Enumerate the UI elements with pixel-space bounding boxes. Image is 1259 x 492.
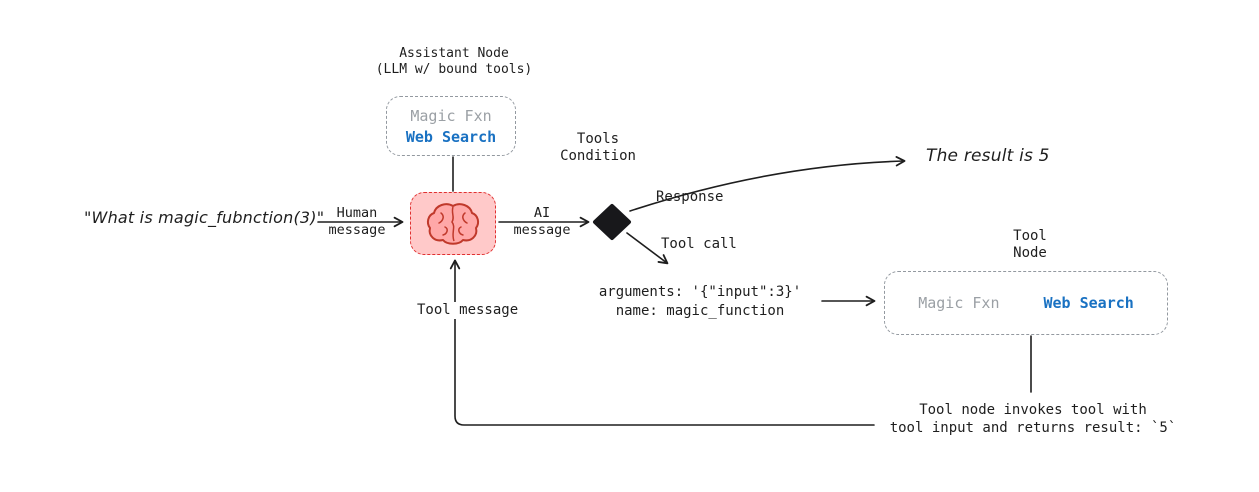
tool-call-edge-label: Tool call [661,236,737,252]
tool-call-arguments: arguments: '{"input":3}' name: magic_fun… [598,284,802,319]
assistant-node [410,192,496,255]
tools-condition-label: Tools Condition [560,131,636,164]
tools-condition-diamond [593,204,631,240]
tool-node-title: Tool Node [1013,228,1047,261]
brain-icon [426,202,480,245]
assistant-tool-web-search: Web Search [405,127,497,146]
tool-node-web-search: Web Search [1043,294,1134,312]
tool-message-edge-label: Tool message [414,302,522,319]
tool-node-note: Tool node invokes tool with tool input a… [889,402,1177,436]
tool-node-magic-fxn: Magic Fxn [918,294,1000,312]
human-message-edge-label: Human message [328,205,386,238]
assistant-tool-magic-fxn: Magic Fxn [410,106,492,125]
response-result-text: The result is 5 [926,146,1050,166]
ai-message-edge-label: AI message [513,205,571,238]
response-edge-label: Response [656,189,724,205]
assistant-tools-box: Magic Fxn Web Search [386,96,516,156]
tool-node-box: Magic Fxn Web Search [884,271,1168,335]
human-input-text: "What is magic_fubnction(3)" [84,208,325,227]
assistant-node-title: Assistant Node (LLM w/ bound tools) [375,46,533,77]
